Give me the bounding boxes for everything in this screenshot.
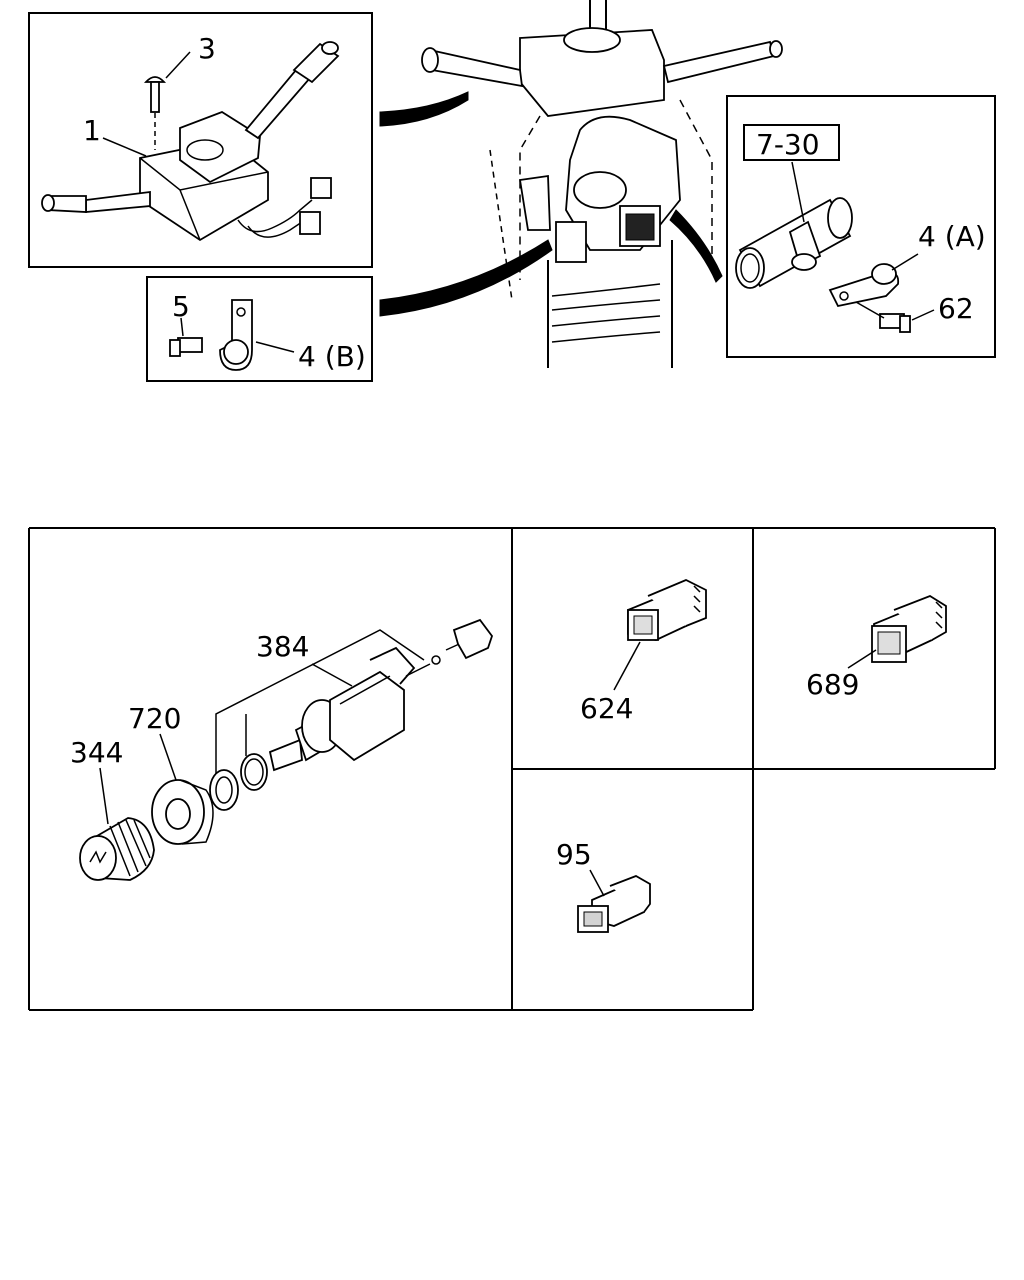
callout-4a: 4 (A): [918, 220, 986, 253]
clamp-4b-drawing: [169, 299, 295, 371]
connector-689-panel: [847, 594, 947, 669]
connector-95-panel: [577, 869, 651, 933]
callout-1: 1: [83, 114, 101, 147]
clamp-4a-drawing: [735, 161, 935, 333]
callout-5: 5: [172, 290, 190, 323]
callout-4b: 4 (B): [298, 340, 366, 373]
knob-344: [79, 817, 155, 881]
callout-3: 3: [198, 32, 216, 65]
callout-720: 720: [128, 702, 181, 735]
ring-a: [209, 769, 239, 811]
ref-box-7-30: [743, 124, 840, 161]
callout-384: 384: [256, 630, 309, 663]
pointer-to-clamp-b: [379, 239, 553, 317]
switch-body-384: [268, 618, 494, 772]
callout-95: 95: [556, 838, 592, 871]
lower-parts-grid: 384 720 344 624 689: [28, 527, 996, 1011]
callout-624: 624: [580, 692, 633, 725]
steering-column-view: [379, 0, 783, 368]
pointer-to-switch: [379, 91, 469, 127]
clamp-4a-panel: 7-30 4 (A) 62: [726, 95, 996, 358]
rotary-switch-panel: [79, 618, 494, 881]
clamp-4b-panel: 5 4 (B): [146, 276, 373, 382]
connector-624-panel: [613, 579, 707, 691]
callout-7-30: 7-30: [756, 128, 820, 161]
combination-switch-drawing: [41, 41, 340, 242]
combination-switch-panel: 1 3: [28, 12, 373, 268]
callout-344: 344: [70, 736, 123, 769]
callout-62: 62: [938, 292, 974, 325]
callout-689: 689: [806, 668, 859, 701]
washer-720: [151, 779, 214, 845]
pointer-to-clamp-a: [669, 209, 723, 283]
